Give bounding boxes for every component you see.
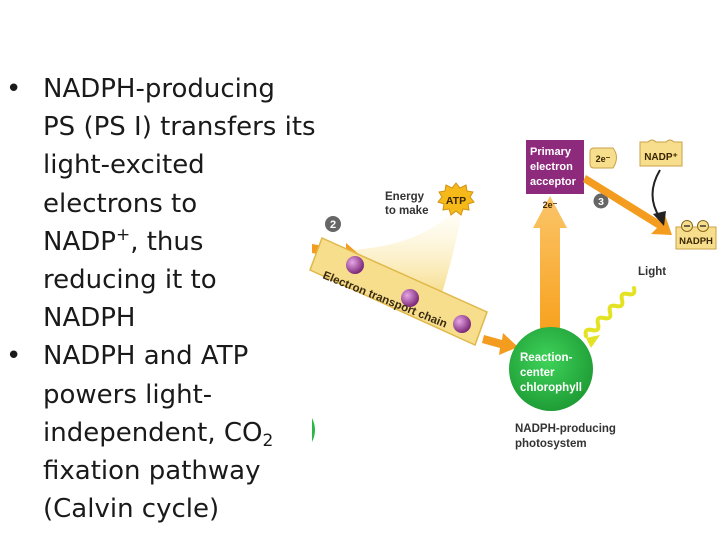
- step-3-marker: [593, 193, 609, 209]
- bullet-line-co2: independent, CO2: [43, 414, 320, 452]
- electron-arrow-label: 2e⁻: [543, 200, 558, 210]
- reaction-center-label-2: center: [520, 367, 555, 379]
- reaction-center-label-3: chlorophyll: [520, 382, 582, 394]
- bullet-line: NADPH: [43, 303, 136, 334]
- acceptor-to-nadph-arrow: [583, 175, 672, 235]
- primary-acceptor-box: [526, 140, 584, 194]
- reaction-center-label-1: Reaction-: [520, 352, 573, 364]
- reaction-center-circle: [509, 327, 593, 411]
- bullet-nadph-photosystem: • NADPH-producing PS (PS I) transfers it…: [0, 70, 320, 337]
- carrier-1: [346, 256, 364, 274]
- nadp-plus-label: NADP⁺: [644, 152, 678, 163]
- bullet-line: fixation pathway: [43, 456, 261, 487]
- light-arrow-head: [586, 335, 600, 348]
- energy-label-line1: Energy: [385, 191, 425, 203]
- bullet-dot: •: [6, 74, 22, 104]
- electron-tag-label: 2e⁻: [596, 154, 611, 164]
- primary-label-3: acceptor: [530, 176, 577, 188]
- bullet-line: PS (PS I) transfers its: [43, 112, 316, 143]
- plus-superscript: +: [115, 224, 131, 245]
- reduction-arrow: [651, 169, 661, 219]
- bullet-dot: •: [6, 341, 22, 372]
- excited-electron-arrow: [533, 196, 567, 330]
- bullet-line: NADPH-producing: [43, 74, 275, 104]
- nadp-text: NADP: [43, 226, 116, 257]
- nadph-molecule: NADPH: [675, 220, 717, 250]
- atp-burst-icon: ATP: [437, 182, 475, 216]
- step-3-label: 3: [598, 196, 604, 208]
- bullet-line: electrons to: [43, 188, 198, 219]
- chain-to-reaction-arrow: [482, 333, 518, 355]
- electron-pair-tag: 2e⁻: [589, 147, 617, 169]
- bullet-line-nadp-plus: NADP+, thus: [43, 223, 320, 261]
- bullet-list: • NADPH-producing PS (PS I) transfers it…: [0, 70, 320, 528]
- reduction-arrow-head: [653, 211, 666, 226]
- bullet-line: NADPH and ATP: [43, 341, 249, 372]
- photosystem-caption-1: NADPH-producing: [515, 423, 616, 435]
- step-2-marker: [325, 216, 341, 232]
- bullet-line: reducing it to: [43, 265, 217, 296]
- nadp-plus-molecule: NADP⁺: [639, 139, 683, 167]
- two-subscript: 2: [262, 430, 274, 451]
- photosystem-caption-2: photosystem: [515, 438, 587, 450]
- bullet-line: powers light-: [43, 379, 213, 410]
- carrier-3: [453, 315, 471, 333]
- bullet-calvin-cycle: • NADPH and ATP powers light- independen…: [0, 337, 320, 528]
- energy-label-line2: to make: [385, 205, 428, 217]
- carrier-2: [401, 289, 419, 307]
- primary-label-2: electron: [530, 161, 573, 173]
- atp-label: ATP: [446, 195, 466, 207]
- nadph-label: NADPH: [679, 236, 713, 247]
- light-wave: [583, 286, 637, 338]
- co-text: independent, CO: [43, 417, 263, 448]
- primary-label-1: Primary: [530, 146, 572, 158]
- light-label: Light: [638, 266, 666, 278]
- photosystem-edge: [312, 418, 315, 442]
- bullet-line: (Calvin cycle): [43, 494, 220, 525]
- thus-text: , thus: [130, 226, 204, 257]
- step-2-label: 2: [330, 219, 336, 231]
- bullet-line: light-excited: [43, 150, 205, 181]
